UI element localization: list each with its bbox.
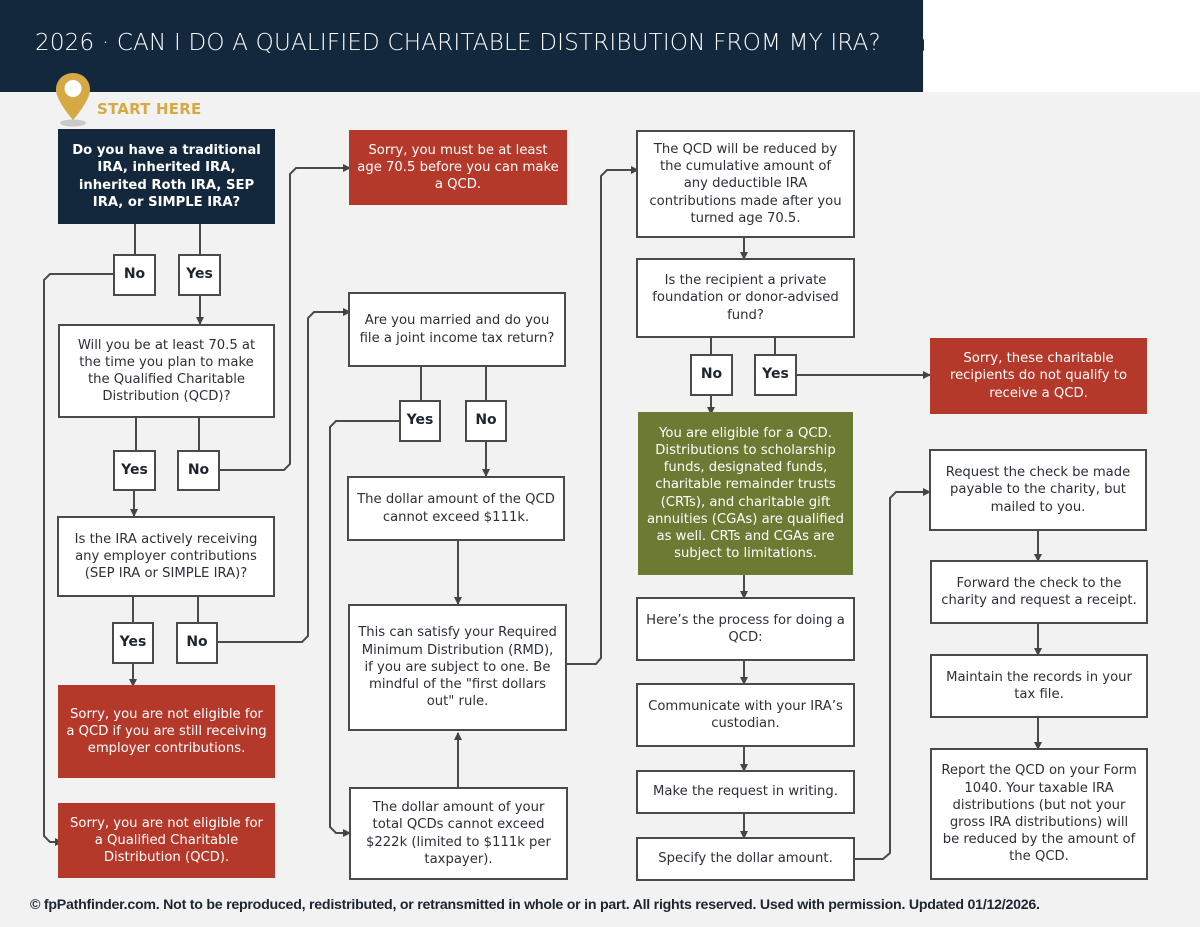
process-specify-amount: Specify the dollar amount. xyxy=(636,837,855,881)
process-maintain-records: Maintain the records in your tax file. xyxy=(930,654,1148,718)
answer-yes-age[interactable]: Yes xyxy=(113,450,156,491)
map-pin-icon xyxy=(56,73,90,127)
answer-yes-married[interactable]: Yes xyxy=(399,400,441,442)
answer-yes-employer[interactable]: Yes xyxy=(112,622,154,664)
answer-yes-has-ira[interactable]: Yes xyxy=(178,254,221,296)
process-forward-check: Forward the check to the charity and req… xyxy=(930,560,1148,624)
connector xyxy=(854,488,931,860)
header-banner: 2026 · CAN I DO A QUALIFIED CHARITABLE D… xyxy=(0,0,923,92)
connector xyxy=(566,166,639,665)
process-report-1040: Report the QCD on your Form 1040. Your t… xyxy=(930,748,1148,880)
answer-no-employer[interactable]: No xyxy=(176,622,218,664)
header-blank-area xyxy=(924,0,1200,92)
process-communicate-custodian: Communicate with your IRA’s custodian. xyxy=(636,683,855,747)
footer-copyright: © fpPathfinder.com. Not to be reproduced… xyxy=(30,897,1040,913)
info-limit-joint: The dollar amount of your total QCDs can… xyxy=(349,787,568,880)
question-employer-contributions: Is the IRA actively receiving any employ… xyxy=(57,516,275,597)
question-married-joint: Are you married and do you file a joint … xyxy=(348,292,566,367)
result-not-eligible: Sorry, you are not eligible for a Qualif… xyxy=(58,803,275,878)
result-employer-not-eligible: Sorry, you are not eligible for a QCD if… xyxy=(58,685,275,778)
answer-no-age[interactable]: No xyxy=(177,450,220,491)
answer-no-married[interactable]: No xyxy=(465,400,507,442)
result-eligible: You are eligible for a QCD. Distribution… xyxy=(638,412,853,575)
process-request-writing: Make the request in writing. xyxy=(636,770,855,814)
info-limit-single: The dollar amount of the QCD cannot exce… xyxy=(347,476,565,541)
info-rmd: This can satisfy your Required Minimum D… xyxy=(348,604,567,731)
result-recipient-not-qualified: Sorry, these charitable recipients do no… xyxy=(930,338,1147,414)
start-here-label: START HERE xyxy=(97,100,202,118)
process-request-check: Request the check be made payable to the… xyxy=(929,449,1147,531)
info-reduced-by-contributions: The QCD will be reduced by the cumulativ… xyxy=(636,130,855,238)
result-age-requirement: Sorry, you must be at least age 70.5 bef… xyxy=(349,130,567,205)
answer-no-recipient[interactable]: No xyxy=(690,354,733,396)
question-has-ira: Do you have a traditional IRA, inherited… xyxy=(58,129,275,224)
answer-yes-recipient[interactable]: Yes xyxy=(754,354,797,396)
question-age: Will you be at least 70.5 at the time yo… xyxy=(58,324,275,418)
answer-no-has-ira[interactable]: No xyxy=(113,254,156,296)
question-recipient-type: Is the recipient a private foundation or… xyxy=(636,258,855,338)
page-title: 2026 · CAN I DO A QUALIFIED CHARITABLE D… xyxy=(35,30,881,56)
process-intro: Here’s the process for doing a QCD: xyxy=(636,597,855,661)
